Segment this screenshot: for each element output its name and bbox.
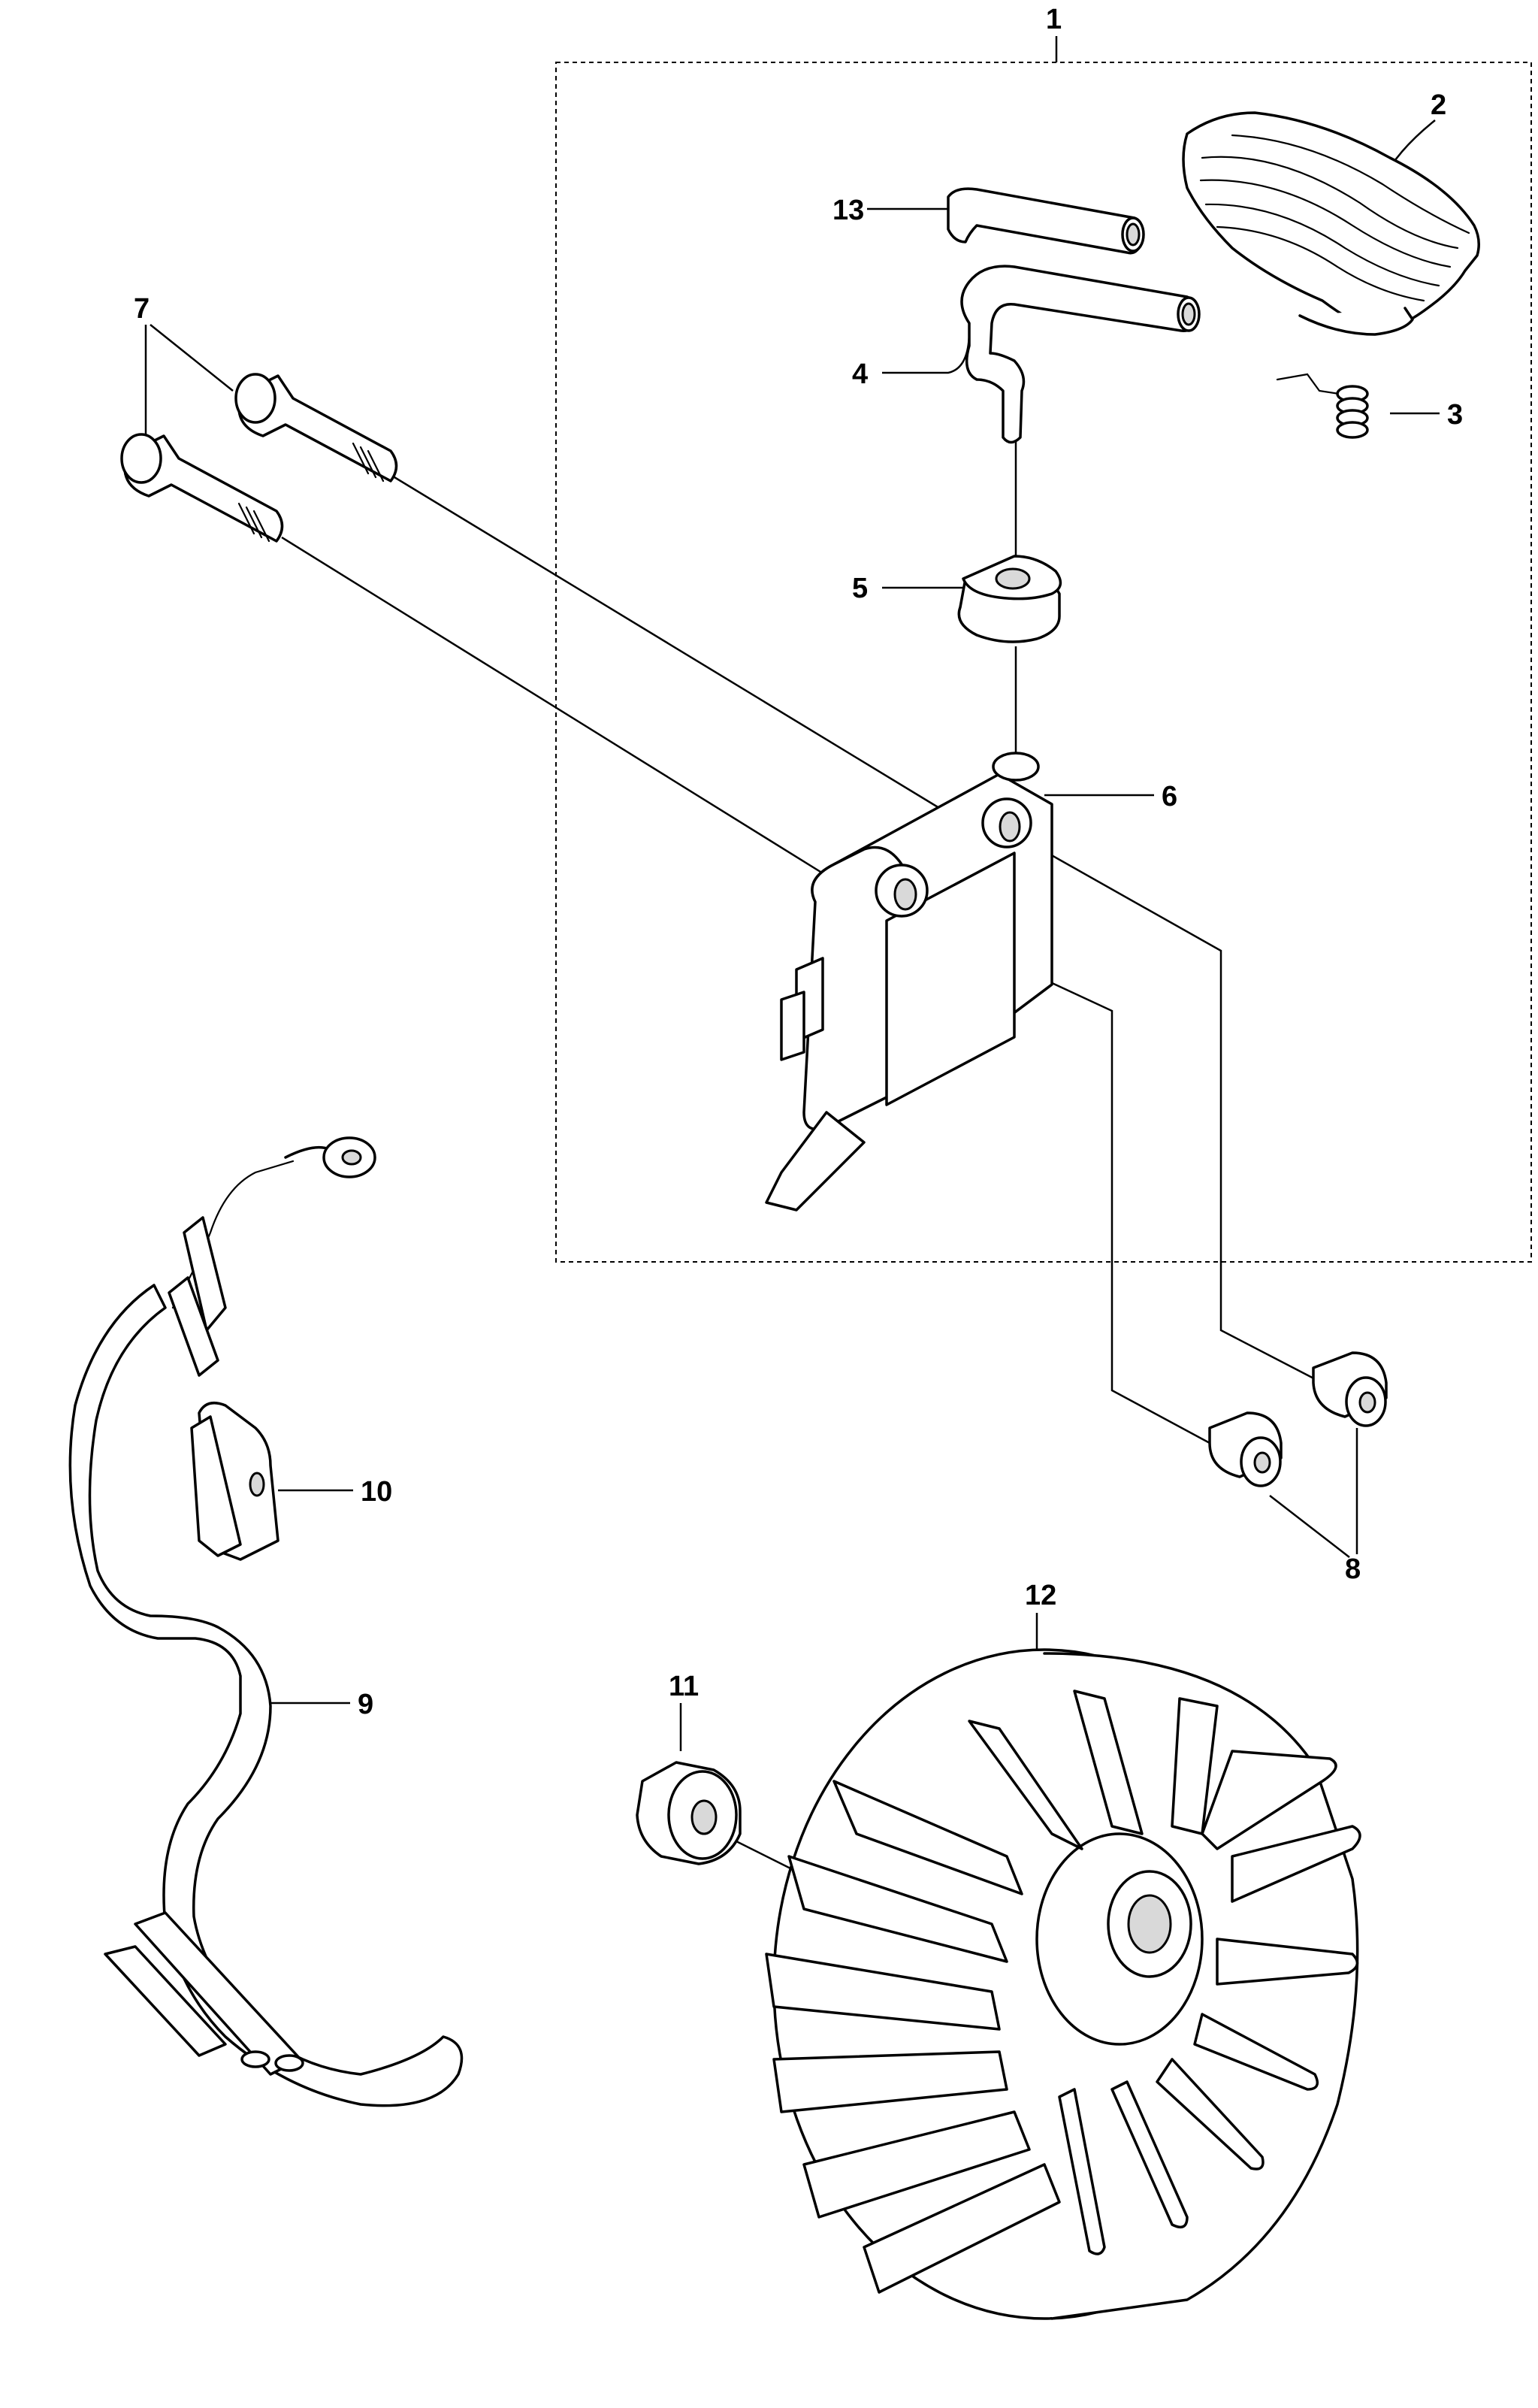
callout-5: 5 (852, 573, 868, 604)
callout-6: 6 (1162, 781, 1177, 812)
ribbed-switch (1182, 111, 1480, 336)
callout-9: 9 (358, 1689, 373, 1720)
ignition-module (765, 752, 1053, 1212)
wire-clip (190, 1401, 279, 1561)
callout-7: 7 (134, 293, 150, 325)
callout-8: 8 (1345, 1553, 1361, 1585)
bolt-lower (120, 433, 284, 543)
callout-2: 2 (1431, 89, 1446, 121)
callout-4: 4 (852, 358, 868, 390)
bolt-upper (234, 373, 398, 483)
grommet (957, 555, 1062, 643)
callout-13: 13 (832, 195, 864, 226)
hose-small (947, 187, 1145, 255)
flywheel-nut (636, 1761, 742, 1865)
callout-12: 12 (1025, 1580, 1056, 1611)
spacer-lower (1208, 1411, 1283, 1487)
callout-3: 3 (1447, 399, 1463, 431)
hose-bent (960, 265, 1201, 444)
cable-harness (68, 1136, 464, 2107)
flywheel (765, 1648, 1361, 2320)
assembly-frame (555, 62, 1532, 1263)
spacer-upper (1312, 1351, 1388, 1427)
leader-lines (144, 36, 1440, 1873)
callout-10: 10 (361, 1476, 392, 1508)
callout-1: 1 (1046, 4, 1062, 35)
callout-11: 11 (669, 1671, 699, 1702)
coil-spring (1276, 373, 1369, 439)
